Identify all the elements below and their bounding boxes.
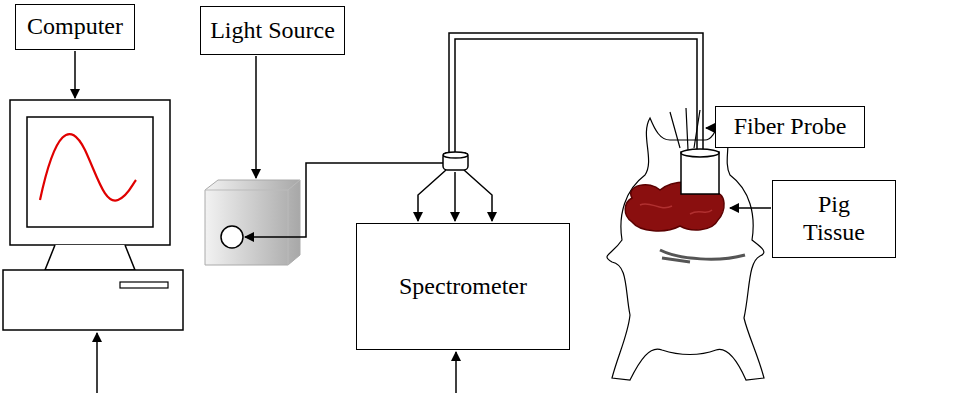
leader-arrows	[75, 51, 771, 393]
monitor	[3, 100, 183, 330]
box-label: Spectrometer	[399, 273, 527, 301]
label-box: Pig Tissue	[772, 180, 896, 258]
box-label: Fiber Probe	[734, 113, 847, 141]
label-box: Fiber Probe	[715, 106, 865, 148]
label-box: Light Source	[200, 6, 345, 55]
light-source-device	[205, 180, 300, 265]
label-box: Computer	[15, 4, 135, 50]
box-label: Computer	[27, 13, 123, 41]
probe-and-tissue	[625, 149, 724, 231]
label-box: Spectrometer	[356, 223, 570, 350]
box-label: Pig Tissue	[794, 191, 874, 246]
box-label: Light Source	[210, 17, 335, 45]
pig-outline	[607, 108, 764, 380]
